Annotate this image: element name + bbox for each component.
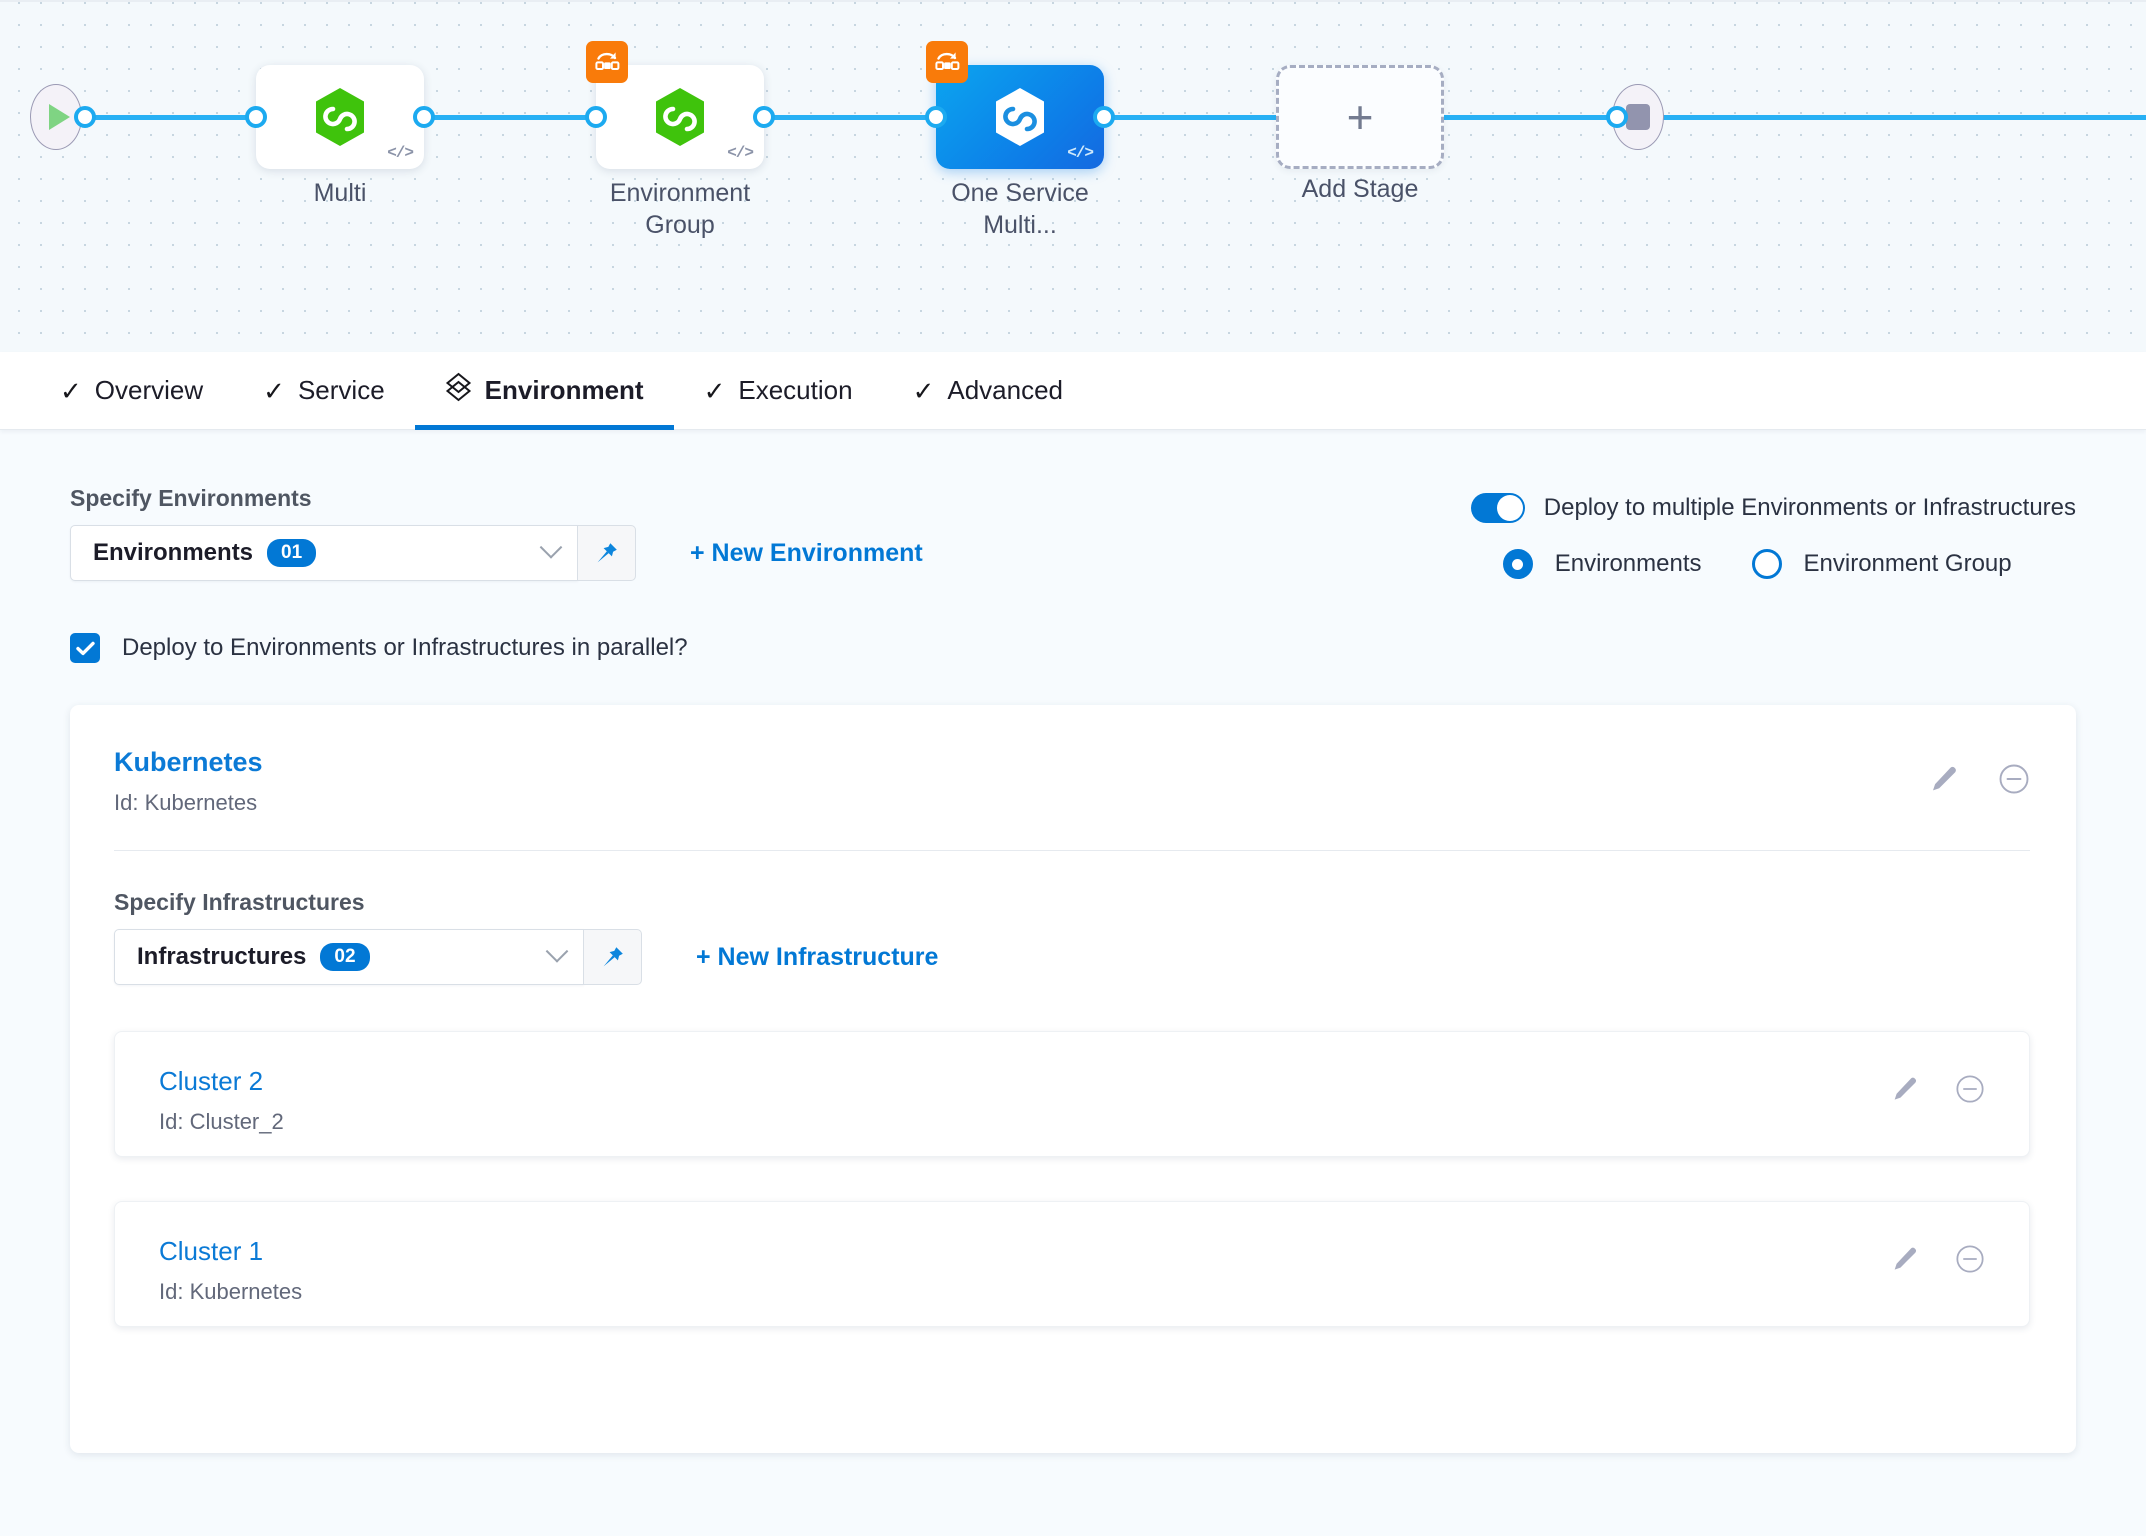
radio-environments[interactable]: [1503, 549, 1533, 579]
play-icon: [49, 104, 70, 130]
port-multi-out[interactable]: [413, 106, 435, 128]
stage-node-one-service-multi[interactable]: </>: [936, 65, 1104, 169]
check-icon: ✓: [60, 378, 82, 404]
stage-label-one-service-multi: One Service Multi...: [920, 178, 1120, 241]
port-oneservice-in[interactable]: [925, 106, 947, 128]
infrastructure-remove-button[interactable]: [1955, 1244, 1985, 1279]
deploy-multiple-label: Deploy to multiple Environments or Infra…: [1544, 494, 2076, 522]
infrastructure-edit-button[interactable]: [1890, 1075, 1918, 1108]
radio-environment-group-label: Environment Group: [1804, 550, 2012, 578]
layers-icon: [445, 372, 472, 409]
stage-node-environment-group[interactable]: </>: [596, 65, 764, 169]
tab-label: Overview: [95, 375, 203, 406]
infrastructure-card: Cluster 1 Id: Kubernetes: [114, 1201, 2030, 1327]
tab-label: Advanced: [947, 375, 1063, 406]
check-icon: ✓: [263, 378, 285, 404]
infrastructure-list: Cluster 2 Id: Cluster_2: [114, 1031, 2030, 1327]
deploy-multiple-group: Deploy to multiple Environments or Infra…: [1471, 485, 2076, 581]
tab-service[interactable]: ✓ Service: [233, 352, 415, 430]
port-end[interactable]: [1606, 106, 1628, 128]
infrastructure-remove-button[interactable]: [1955, 1074, 1985, 1109]
minus-circle-icon: [1955, 1244, 1985, 1274]
infrastructures-count-badge: 02: [320, 943, 369, 971]
tab-label: Environment: [485, 375, 644, 406]
infrastructure-name[interactable]: Cluster 1: [159, 1236, 302, 1267]
environment-entity-name[interactable]: Kubernetes: [114, 747, 263, 778]
environments-count-badge: 01: [267, 539, 316, 567]
pencil-icon: [1890, 1075, 1918, 1103]
radio-environment-group[interactable]: [1752, 549, 1782, 579]
stage-node-multi[interactable]: </>: [256, 65, 424, 169]
environment-entity-header: Kubernetes Id: Kubernetes: [114, 747, 2030, 816]
infrastructures-select-value: Infrastructures: [137, 943, 306, 971]
parallel-deploy-row[interactable]: Deploy to Environments or Infrastructure…: [70, 633, 2076, 663]
pencil-icon: [1928, 764, 1958, 794]
plus-icon: +: [1347, 101, 1374, 133]
yaml-code-icon[interactable]: </>: [387, 144, 413, 162]
pencil-icon: [1890, 1245, 1918, 1273]
minus-circle-icon: [1998, 763, 2030, 795]
check-icon: [76, 641, 95, 656]
environment-remove-button[interactable]: [1998, 763, 2030, 800]
environment-entity-id: Id: Kubernetes: [114, 790, 263, 816]
tab-environment[interactable]: Environment: [415, 352, 674, 430]
new-infrastructure-link[interactable]: + New Infrastructure: [696, 943, 938, 972]
port-oneservice-out[interactable]: [1093, 106, 1115, 128]
parallel-deploy-checkbox[interactable]: [70, 633, 100, 663]
check-icon: ✓: [704, 378, 726, 404]
specify-infrastructures-group: Specify Infrastructures Infrastructures …: [114, 851, 2030, 1327]
chevron-down-icon: [540, 536, 563, 559]
minus-circle-icon: [1955, 1074, 1985, 1104]
infrastructures-select[interactable]: Infrastructures 02: [114, 929, 584, 985]
environment-card: Kubernetes Id: Kubernetes Spe: [70, 705, 2076, 1453]
new-environment-link[interactable]: + New Environment: [690, 539, 923, 568]
infrastructure-id: Id: Kubernetes: [159, 1279, 302, 1305]
parallel-deploy-label: Deploy to Environments or Infrastructure…: [122, 634, 688, 662]
check-icon: ✓: [913, 378, 935, 404]
specify-environments-group: Specify Environments Environments 01 + N…: [70, 485, 923, 581]
harness-hexagon-icon: [653, 87, 707, 147]
stage-tab-bar: ✓ Overview ✓ Service Environment ✓ Execu…: [0, 352, 2146, 430]
rollback-multi-deploy-badge-icon: [586, 41, 628, 83]
environments-pin-button[interactable]: [578, 525, 636, 581]
radio-environments-label: Environments: [1555, 550, 1702, 578]
toggle-knob: [1497, 495, 1523, 521]
port-start[interactable]: [74, 106, 96, 128]
yaml-code-icon[interactable]: </>: [1067, 144, 1093, 162]
infrastructure-card: Cluster 2 Id: Cluster_2: [114, 1031, 2030, 1157]
infrastructure-edit-button[interactable]: [1890, 1245, 1918, 1278]
tab-overview[interactable]: ✓ Overview: [30, 352, 233, 430]
harness-hexagon-icon: [993, 87, 1047, 147]
tab-label: Execution: [738, 375, 852, 406]
pin-icon: [594, 540, 620, 566]
tab-execution[interactable]: ✓ Execution: [674, 352, 883, 430]
port-envgroup-in[interactable]: [585, 106, 607, 128]
stage-label-multi: Multi: [240, 178, 440, 210]
environment-edit-button[interactable]: [1928, 764, 1958, 799]
specify-infrastructures-label: Specify Infrastructures: [114, 889, 2030, 916]
pin-icon: [600, 944, 626, 970]
port-envgroup-out[interactable]: [753, 106, 775, 128]
tab-advanced[interactable]: ✓ Advanced: [883, 352, 1093, 430]
chevron-down-icon: [546, 940, 569, 963]
add-stage-button[interactable]: +: [1276, 65, 1444, 169]
specify-environments-label: Specify Environments: [70, 485, 923, 512]
stop-icon: [1626, 104, 1650, 130]
infrastructures-pin-button[interactable]: [584, 929, 642, 985]
deploy-multiple-toggle[interactable]: [1471, 493, 1525, 523]
environments-select-value: Environments: [93, 539, 253, 567]
environment-panel: Specify Environments Environments 01 + N…: [0, 430, 2146, 1453]
infrastructure-name[interactable]: Cluster 2: [159, 1066, 284, 1097]
harness-hexagon-icon: [313, 87, 367, 147]
infrastructure-id: Id: Cluster_2: [159, 1109, 284, 1135]
environments-select[interactable]: Environments 01: [70, 525, 578, 581]
port-multi-in[interactable]: [245, 106, 267, 128]
rollback-multi-deploy-badge-icon: [926, 41, 968, 83]
tab-label: Service: [298, 375, 385, 406]
yaml-code-icon[interactable]: </>: [727, 144, 753, 162]
stage-label-environment-group: Environment Group: [580, 178, 780, 241]
pipeline-canvas[interactable]: </> Multi </> Environment Group: [0, 0, 2146, 352]
add-stage-label: Add Stage: [1260, 174, 1460, 206]
